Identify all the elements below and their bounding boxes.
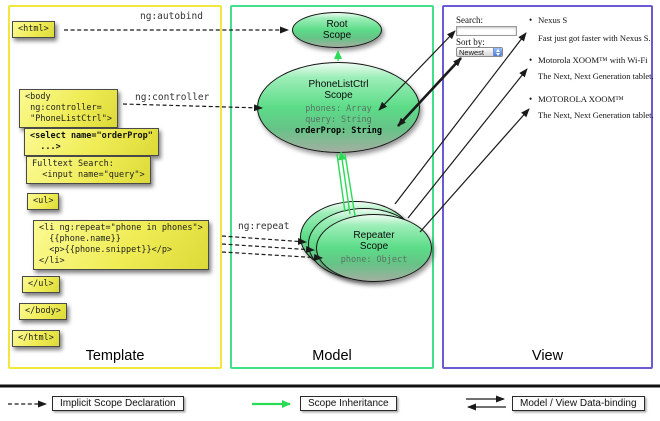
code-html-close: </html> [12,330,60,348]
phonelistctrl-scope-ellipse: PhoneListCtrl Scope phones: Array query:… [257,62,420,153]
phone-item-name: Nexus S [538,15,568,25]
sort-select-value: Newest [459,48,485,56]
search-input[interactable] [456,26,517,36]
root-scope-ellipse: Root Scope [292,12,382,48]
model-column: Model [230,5,434,369]
bullet-icon: • [529,15,533,25]
code-fulltext-search: Fulltext Search: <input name="query"> [26,156,151,185]
phone-item-desc: Fast just got faster with Nexus S. [538,33,651,43]
code-ul-close: </ul> [22,276,60,294]
view-column-label: View [531,348,564,364]
phone-item-desc: The Next, Next Generation tablet. [538,71,654,81]
ng-controller-label: ng:controller [135,92,210,103]
bullet-icon: • [529,94,533,104]
code-ul-open: <ul> [27,193,60,211]
template-column-label: Template [85,348,145,364]
code-html-open: <html> [12,21,55,39]
select-stepper-icon [493,48,502,56]
sort-select[interactable]: Newest [456,47,503,57]
ng-repeat-label: ng:repeat [238,221,290,232]
code-body-close: </body> [19,303,67,321]
code-li-repeat: <li ng:repeat="phone in phones"> {{phone… [33,220,209,271]
phone-item-name: MOTOROLA XOOM™ [538,94,624,104]
legend-scope-inheritance: Scope Inheritance [300,396,397,411]
ng-autobind-label: ng:autobind [140,11,203,22]
phone-item-name: Motorola XOOM™ with Wi-Fi [538,55,648,65]
search-label: Search: [456,15,483,25]
bullet-icon: • [529,55,533,65]
legend-implicit-scope: Implicit Scope Declaration [52,396,184,411]
repeater-scope-ellipse-front: Repeater Scope phone: Object [316,214,432,282]
phone-item-desc: The Next, Next Generation tablet. [538,110,654,120]
legend-data-binding: Model / View Data-binding [512,396,645,411]
model-column-label: Model [312,348,352,364]
code-body-open: <body ng:controller= "PhoneListCtrl"> [19,89,118,129]
sort-by-label: Sort by: [456,37,485,47]
code-select: <select name="orderProp" ...> [24,128,159,157]
